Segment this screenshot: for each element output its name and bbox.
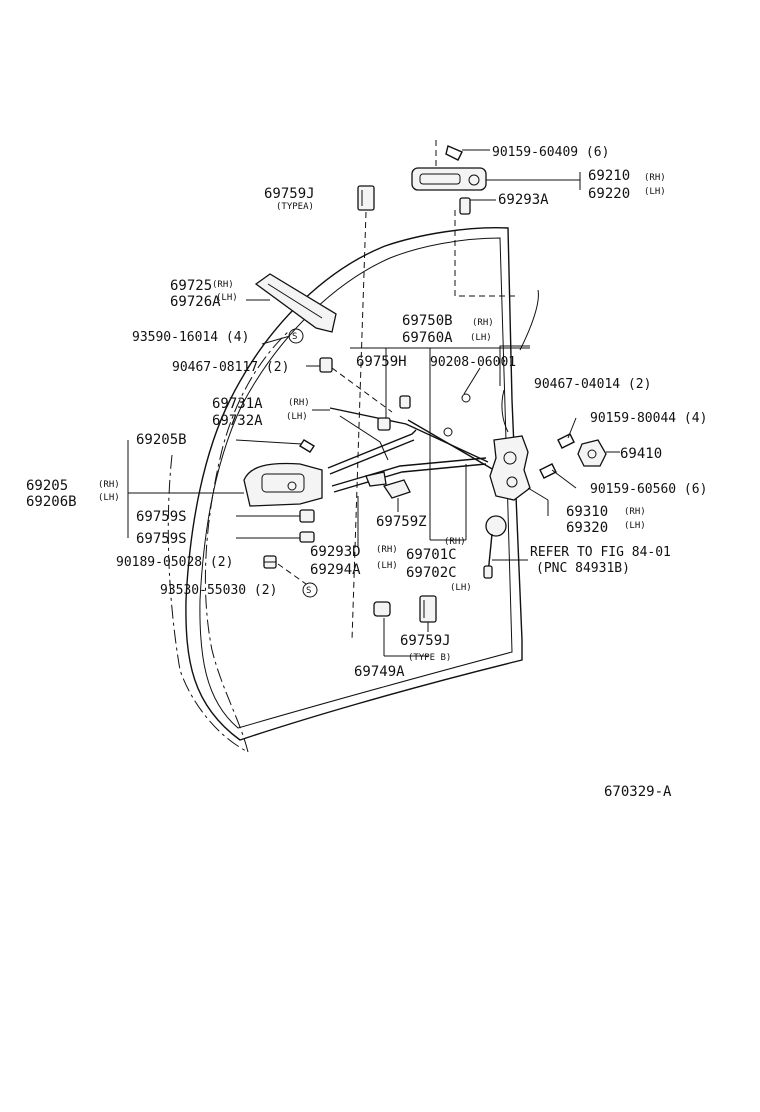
label-69701c: 69701C <box>406 547 457 563</box>
label-69760a: 69760A <box>402 330 453 346</box>
label-69206b: 69206B <box>26 494 77 510</box>
s-marker-text: S <box>292 332 297 342</box>
remote-control-cable <box>483 515 507 579</box>
label-69725-rh: (RH) <box>212 280 234 290</box>
label-refer-fig: REFER TO FIG 84-01 <box>530 545 671 560</box>
door-lock-assembly <box>489 389 531 501</box>
label-90467-08117: 90467-08117 (2) <box>172 360 289 375</box>
label-90189-05028: 90189-05028 (2) <box>116 555 233 570</box>
label-69294a-lh: (LH) <box>376 561 398 571</box>
label-69732a: 69732A <box>212 413 263 429</box>
label-69725: 69725 <box>170 278 212 294</box>
label-69760a-lh: (LH) <box>470 333 492 343</box>
label-93530-55030: 93530-55030 (2) <box>160 583 277 598</box>
label-90159-60409: 90159-60409 (6) <box>492 145 609 160</box>
label-69749a: 69749A <box>354 664 405 680</box>
label-69294a: 69294A <box>310 562 361 578</box>
s-marker-text-2: S <box>306 586 311 596</box>
label-69205-rh: (RH) <box>98 480 120 490</box>
label-69750b: 69750B <box>402 313 453 329</box>
label-69206b-lh: (LH) <box>98 493 120 503</box>
label-69759s-b: 69759S <box>136 531 187 547</box>
inside-handle <box>243 462 323 507</box>
label-69310: 69310 <box>566 504 608 520</box>
figure-code: 670329-A <box>604 784 672 800</box>
handle-gasket-icon <box>459 197 496 215</box>
label-90159-60560: 90159-60560 (6) <box>590 482 707 497</box>
inner-frame-bracket <box>254 273 337 333</box>
label-90159-80044: 90159-80044 (4) <box>590 411 707 426</box>
clip-type-b-icon <box>419 595 437 623</box>
label-69310-rh: (RH) <box>624 507 646 517</box>
label-69759j-a: 69759J <box>264 186 315 202</box>
label-69701c-rh: (RH) <box>444 537 466 547</box>
rod-holder-icon <box>373 601 391 617</box>
label-69731a: 69731A <box>212 396 263 412</box>
label-69759j-b-sub: (TYPE B) <box>408 653 451 663</box>
label-69293a: 69293A <box>498 192 549 208</box>
label-69293d-rh: (RH) <box>376 545 398 555</box>
outside-handle <box>411 167 487 191</box>
clip-icon <box>319 357 333 373</box>
label-69410: 69410 <box>620 446 662 462</box>
label-69759h: 69759H <box>356 354 407 370</box>
label-69759z: 69759Z <box>376 514 427 530</box>
label-69759j-a-sub: (TYPEA) <box>276 202 314 212</box>
s-marker-icon-2 <box>302 582 318 598</box>
leader-lines <box>127 149 620 657</box>
label-93590-16014: 93590-16014 (4) <box>132 330 249 345</box>
label-69205b: 69205B <box>136 432 187 448</box>
lock-knob-clip-icon <box>365 471 411 499</box>
door-outline <box>167 227 539 753</box>
screw-icon <box>445 145 484 161</box>
handle-clip-icon <box>299 509 315 543</box>
label-69210-rh: (RH) <box>644 173 666 183</box>
label-69293d: 69293D <box>310 544 361 560</box>
rod-clip-icon <box>377 393 471 437</box>
striker-plate <box>577 439 607 467</box>
label-69320: 69320 <box>566 520 608 536</box>
label-69759s-a: 69759S <box>136 509 187 525</box>
label-69220-lh: (LH) <box>644 187 666 197</box>
label-refer-pnc: (PNC 84931B) <box>536 561 630 576</box>
label-69210: 69210 <box>588 168 630 184</box>
lock-rods <box>327 407 495 493</box>
label-69750b-rh: (RH) <box>472 318 494 328</box>
s-marker-icon: S <box>288 328 304 344</box>
label-69759j-b: 69759J <box>400 633 451 649</box>
bezel-screw-icon <box>299 439 315 453</box>
part-labels: 90159-60409 (6) 69210 (RH) 69220 (LH) 69… <box>26 145 707 800</box>
label-69726a-lh: (LH) <box>216 293 238 303</box>
label-69220: 69220 <box>588 186 630 202</box>
label-69726a: 69726A <box>170 294 221 310</box>
label-69205: 69205 <box>26 478 68 494</box>
label-69702c-lh: (LH) <box>450 583 472 593</box>
clip-type-a-icon <box>357 185 375 211</box>
label-69320-lh: (LH) <box>624 521 646 531</box>
label-90467-04014: 90467-04014 (2) <box>534 377 651 392</box>
label-69702c: 69702C <box>406 565 457 581</box>
striker-bolt-icon <box>539 433 575 479</box>
label-69732a-lh: (LH) <box>286 412 308 422</box>
label-90208-06001: 90208-06001 <box>430 355 516 370</box>
label-69731a-rh: (RH) <box>288 398 310 408</box>
